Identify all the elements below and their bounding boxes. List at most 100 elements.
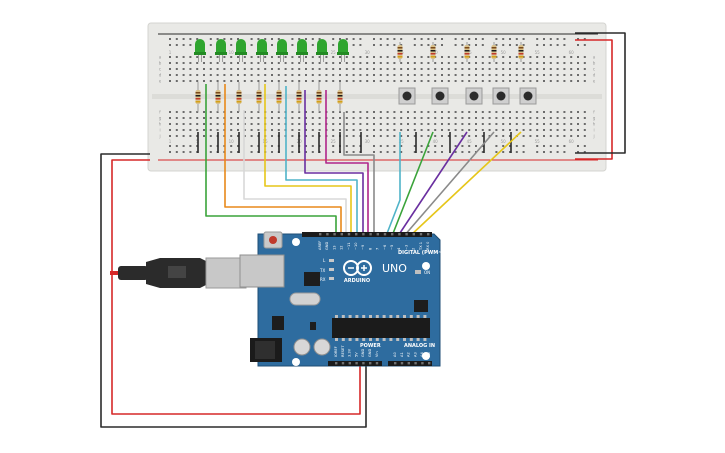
yellow-pin0-wire xyxy=(409,131,522,237)
terminal-hole xyxy=(203,123,205,125)
rail-hole xyxy=(441,38,443,40)
terminal-hole xyxy=(502,62,505,64)
terminal-hole xyxy=(413,117,416,119)
terminal-hole xyxy=(454,62,457,64)
terminal-hole xyxy=(175,80,178,82)
rail-hole xyxy=(420,145,423,147)
rail-hole xyxy=(563,145,566,147)
resistor xyxy=(296,82,302,112)
digital-pin-label: 12 xyxy=(340,245,344,250)
rail-hole xyxy=(264,38,267,40)
terminal-hole xyxy=(352,62,355,64)
terminal-hole xyxy=(393,74,396,76)
pushbutton xyxy=(431,87,449,105)
terminal-hole xyxy=(393,111,396,113)
terminal-hole xyxy=(570,74,573,76)
terminal-hole xyxy=(522,80,525,82)
rail-hole xyxy=(563,38,566,40)
terminal-hole xyxy=(352,111,355,113)
resistor xyxy=(430,42,436,62)
terminal-hole xyxy=(386,62,389,64)
terminal-hole xyxy=(413,56,416,58)
terminal-hole xyxy=(264,74,267,76)
rail-hole xyxy=(536,38,539,40)
rail-hole xyxy=(237,151,239,153)
terminal-hole xyxy=(189,74,192,76)
terminal-hole xyxy=(339,123,341,125)
terminal-hole xyxy=(196,80,199,82)
terminal-hole xyxy=(549,74,552,76)
row-letter: a xyxy=(159,55,162,60)
rail-hole xyxy=(556,38,559,40)
terminal-hole xyxy=(284,62,287,64)
terminal-hole xyxy=(169,111,171,113)
terminal-hole xyxy=(427,129,430,131)
terminal-hole xyxy=(509,62,511,64)
terminal-hole xyxy=(203,62,205,64)
resistor xyxy=(337,82,343,112)
wires xyxy=(100,32,626,428)
rail-hole xyxy=(291,151,294,153)
terminal-hole xyxy=(318,111,321,113)
terminal-hole xyxy=(454,135,457,137)
rail-hole xyxy=(441,151,443,153)
power-pin-label: 3.3V xyxy=(348,348,352,357)
terminal-hole xyxy=(169,123,171,125)
terminal-hole xyxy=(271,135,273,137)
terminal-hole xyxy=(379,74,382,76)
column-number: 30 xyxy=(365,50,371,55)
terminal-hole xyxy=(570,129,573,131)
terminal-hole xyxy=(352,74,355,76)
terminal-hole xyxy=(305,111,307,113)
terminal-hole xyxy=(305,80,307,82)
digital-pin-label: ~6 xyxy=(383,244,387,250)
digital-pin-label: TX 1 xyxy=(419,242,423,251)
terminal-hole xyxy=(400,111,403,113)
terminal-hole xyxy=(509,135,511,137)
terminal-hole xyxy=(373,129,375,131)
terminal-hole xyxy=(447,56,450,58)
terminal-hole xyxy=(447,123,450,125)
terminal-hole xyxy=(175,123,178,125)
terminal-hole xyxy=(182,62,185,64)
terminal-hole xyxy=(359,129,362,131)
rail-hole xyxy=(461,38,464,40)
terminal-hole xyxy=(345,117,348,119)
digital-pin-label: AREF xyxy=(318,241,322,250)
rail-hole xyxy=(291,38,294,40)
terminal-hole xyxy=(318,129,321,131)
terminal-hole xyxy=(481,56,484,58)
rail-hole xyxy=(515,151,518,153)
terminal-hole xyxy=(570,62,573,64)
terminal-hole xyxy=(413,135,416,137)
terminal-hole xyxy=(536,62,539,64)
rail-hole xyxy=(509,151,511,153)
terminal-hole xyxy=(468,68,471,70)
terminal-hole xyxy=(175,111,178,113)
terminal-hole xyxy=(366,123,369,125)
pushbutton xyxy=(492,87,510,105)
terminal-hole xyxy=(434,68,437,70)
terminal-hole xyxy=(366,74,369,76)
terminal-hole xyxy=(563,80,566,82)
terminal-hole xyxy=(563,56,566,58)
terminal-hole xyxy=(556,111,559,113)
terminal-hole xyxy=(352,123,355,125)
terminal-hole xyxy=(577,68,579,70)
terminal-hole xyxy=(420,68,423,70)
terminal-hole xyxy=(291,129,294,131)
terminal-hole xyxy=(549,62,552,64)
terminal-hole xyxy=(475,123,477,125)
rail-hole xyxy=(250,38,253,40)
digital-pin-label: ~9 xyxy=(361,244,365,250)
terminal-hole xyxy=(237,123,239,125)
terminal-hole xyxy=(441,135,443,137)
terminal-hole xyxy=(481,111,484,113)
resistor xyxy=(256,82,262,112)
terminal-hole xyxy=(495,62,498,64)
terminal-hole xyxy=(583,129,586,131)
resistor xyxy=(195,82,201,112)
terminal-hole xyxy=(441,117,443,119)
rail-hole xyxy=(393,44,396,46)
terminal-hole xyxy=(393,80,396,82)
